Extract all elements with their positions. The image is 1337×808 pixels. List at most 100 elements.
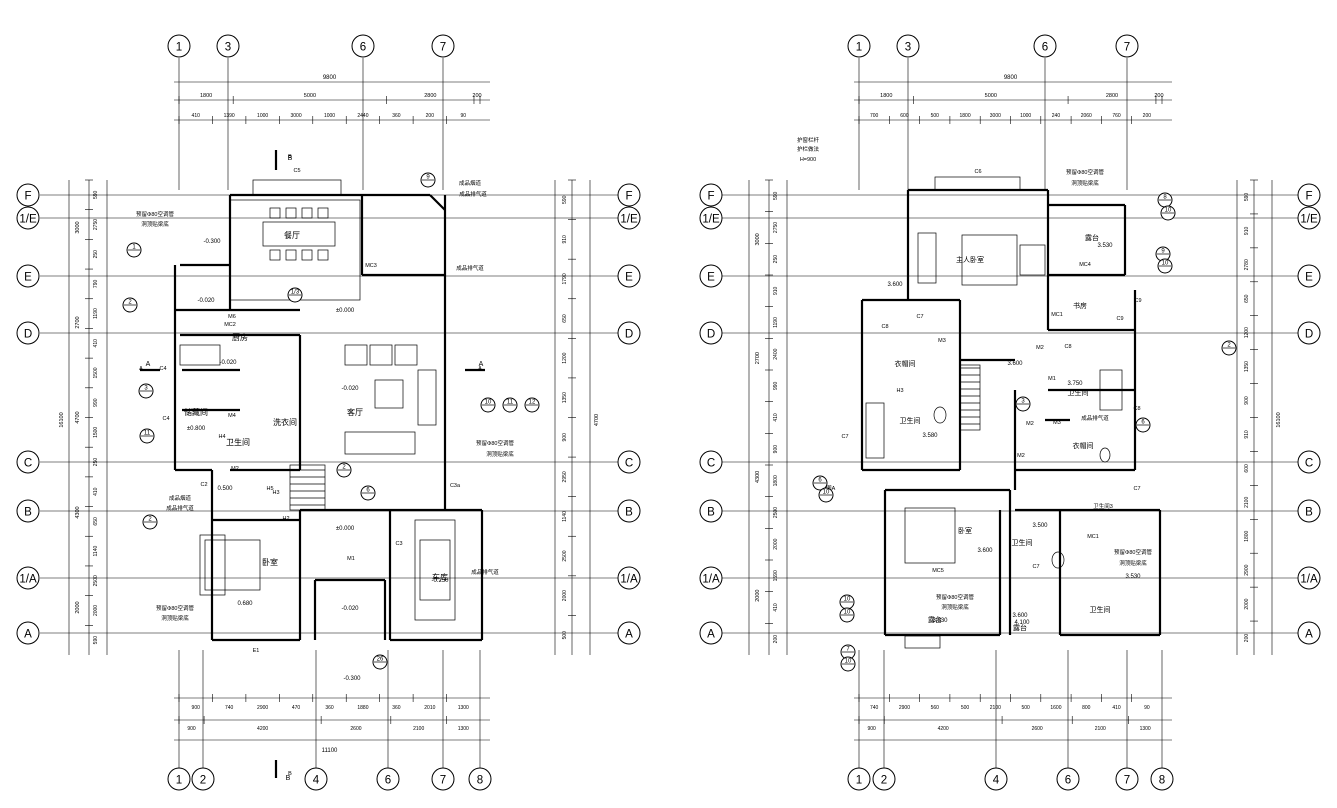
detail-reference-bubble: 2 (336, 462, 352, 478)
dimension-value: 200 (773, 635, 779, 644)
upper-floor-walls (860, 176, 1162, 649)
row-axis-bubble-right: B (617, 499, 641, 523)
level-mark: 3.500 (1032, 523, 1048, 529)
sofa-seat (369, 344, 393, 366)
room-label: 衣帽间 (1073, 441, 1094, 450)
axis-bubble-label: C (1305, 457, 1313, 469)
row-axis-bubble-left: D (16, 321, 40, 345)
room-label: 餐厅 (284, 231, 300, 240)
axis-bubble-circle (216, 34, 240, 58)
axis-bubble-label: B (24, 506, 32, 518)
dimension-value: 1300 (458, 705, 469, 711)
dining-chair (285, 207, 297, 219)
room-label: 书房 (1073, 301, 1087, 310)
row-axis-bubble-left: B (16, 499, 40, 523)
stair (959, 364, 981, 431)
element-code: MC5 (932, 568, 944, 574)
element-code: C9 (1116, 316, 1123, 322)
room-label: 客厅 (347, 407, 363, 417)
axis-bubble-circle (699, 621, 723, 645)
detail-reference-bubble: 2 (1221, 340, 1237, 356)
axis-bubble-circle (1297, 450, 1321, 474)
column-axis-bubble-top: 6 (351, 34, 375, 58)
level-mark: -0.300 (203, 239, 221, 245)
column-axis-bubble-top: 1 (167, 34, 191, 58)
dimension-value: 1600 (1050, 705, 1061, 711)
level-mark: 3.600 (1007, 361, 1023, 367)
element-code: H3 (272, 490, 279, 496)
detail-reference-bubble: 1/3 (287, 287, 303, 303)
detail-bubble-number: 11 (144, 431, 151, 437)
detail-bubble-number: 12 (529, 400, 536, 406)
detail-reference-bubble: 10 (840, 656, 856, 672)
dimension-value: 790 (93, 280, 99, 289)
bed-headboard (199, 534, 226, 596)
axis-bubble-circle (617, 206, 641, 230)
sofa-seat (344, 344, 368, 366)
element-code: M4 (228, 413, 236, 419)
axis-bubble-label: 3 (225, 41, 231, 53)
dimension-value: 470 (292, 705, 301, 711)
dimension-value: 250 (93, 250, 99, 259)
element-code: M3 (938, 338, 946, 344)
dimension-value: 250 (93, 458, 99, 467)
annotation-note: 预留Φ80空调管 (156, 604, 195, 612)
detail-reference-bubble: 12 (524, 397, 540, 413)
dimension-value: 1800 (880, 93, 892, 99)
dimension-value: 1190 (773, 317, 779, 328)
annotation-note: 洞顶贴梁底 (1071, 179, 1099, 187)
wall-segment (429, 194, 446, 211)
dimension-value: 650 (93, 517, 99, 526)
element-code: C3a (450, 483, 461, 489)
axis-bubble-label: A (707, 628, 715, 640)
detail-reference-bubble: 6 (812, 475, 828, 491)
dimension-value: 590 (773, 191, 779, 200)
axis-bubble-label: E (24, 271, 32, 283)
dimension-value: 2800 (1106, 93, 1118, 99)
axis-bubble-label: D (625, 328, 633, 340)
axis-bubble-label: E (625, 271, 633, 283)
row-axis-bubble-right: 1/A (617, 566, 641, 590)
element-code: E1 (253, 648, 260, 654)
axis-bubble-label: 4 (993, 774, 1000, 786)
axis-bubble-circle (1297, 183, 1321, 207)
level-mark: ±0.000 (336, 526, 355, 532)
toilet (933, 406, 947, 424)
dimension-value: 410 (93, 339, 99, 348)
axis-bubble-label: 7 (440, 774, 446, 786)
dimension-value: 16100 (1276, 412, 1282, 427)
dimension-value: 900 (1244, 396, 1250, 405)
room-label: 厨房 (232, 332, 248, 342)
axis-bubble-label: A (1305, 628, 1313, 640)
dimension-value: 4200 (257, 726, 268, 732)
detail-reference-bubble: 9 (1155, 246, 1171, 262)
axis-bubble-circle (1297, 499, 1321, 523)
detail-bubble-number: 10 (823, 490, 830, 496)
annotation-note: 护窗栏杆 (797, 136, 820, 144)
detail-bubble-number: 2 (1227, 343, 1231, 349)
dimension-value: 2600 (1032, 726, 1043, 732)
annotation-note: 成品烟道 (169, 494, 192, 502)
level-mark: 3.580 (922, 433, 938, 439)
row-axis-bubble-right: 1/E (1297, 206, 1321, 230)
row-axis-bubble-left: E (699, 264, 723, 288)
row-axis-bubble-right: 1/A (1297, 566, 1321, 590)
column-axis-bubble-bottom: 8 (468, 767, 492, 791)
axis-bubble-label: E (1305, 271, 1313, 283)
axis-bubble-circle (847, 34, 871, 58)
element-code: C7 (1032, 564, 1039, 570)
axis-bubble-circle (699, 206, 723, 230)
element-code: M6 (228, 314, 236, 320)
dimension-value: 910 (562, 235, 568, 244)
dining-table (262, 221, 336, 247)
detail-bubble-number: 10 (1165, 208, 1172, 214)
dimension-value: 2900 (899, 705, 910, 711)
element-code: C4 (162, 416, 169, 422)
axis-bubble-label: 4 (313, 774, 320, 786)
overall-dimension: 9800 (1004, 75, 1018, 81)
column-axis-bubble-bottom: 1 (167, 767, 191, 791)
detail-bubble-number: 6 (818, 478, 822, 484)
